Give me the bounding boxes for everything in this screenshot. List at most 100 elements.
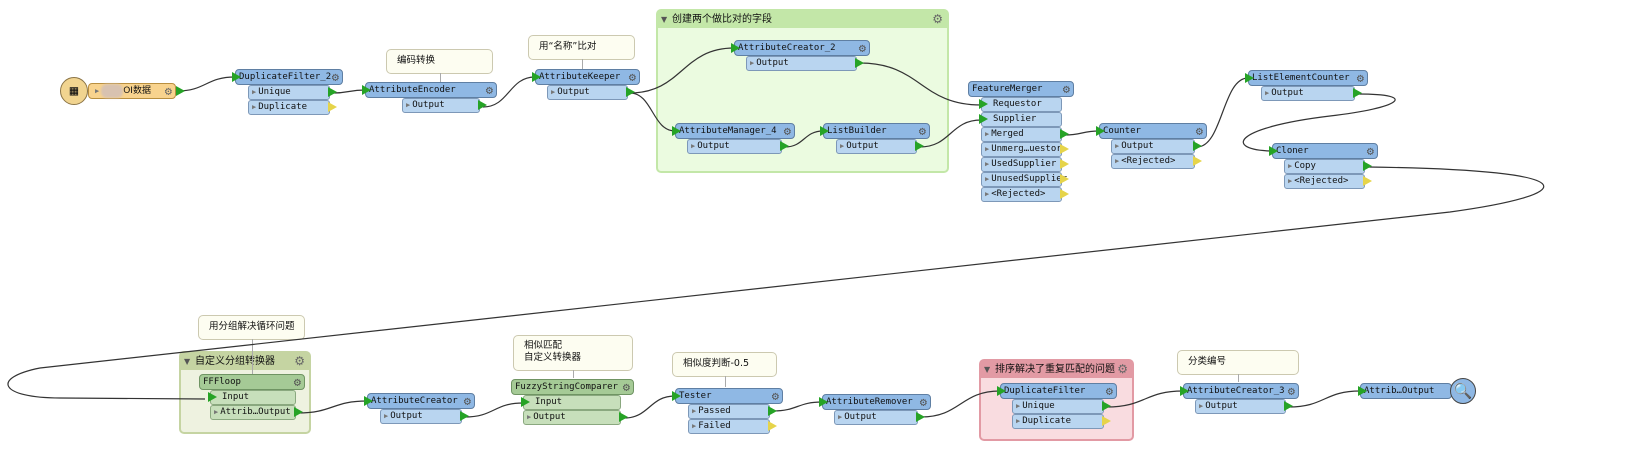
inspector-body[interactable]: Attrib…Output [1360, 383, 1452, 399]
input-port-arrow[interactable] [364, 396, 373, 406]
output-port-arrow[interactable] [328, 87, 337, 97]
transformer-header[interactable]: DuplicateFilter⚙ [1000, 383, 1117, 399]
gear-icon[interactable]: ⚙ [293, 375, 301, 389]
input-port-requestor[interactable]: Requestor [981, 97, 1062, 112]
gear-icon[interactable]: ⚙ [485, 83, 493, 97]
annotation[interactable]: 用分组解决循环问题 [198, 315, 305, 374]
output-port-duplicate[interactable]: ▶Duplicate [248, 100, 330, 115]
input-port-arrow[interactable] [362, 85, 371, 95]
unconnected-port-arrow[interactable] [1363, 176, 1372, 186]
unconnected-port-arrow[interactable] [1060, 144, 1069, 154]
output-port-arrow[interactable] [1102, 401, 1111, 411]
output-port-duplicate[interactable]: ▶Duplicate [1012, 414, 1104, 429]
gear-icon[interactable]: ⚙ [771, 389, 779, 403]
gear-icon[interactable]: ⚙ [918, 124, 926, 138]
output-port-output[interactable]: ▶Output [547, 85, 628, 100]
output-port-output[interactable]: ▶Output [746, 56, 857, 71]
output-port-usedsupplier[interactable]: ▶UsedSupplier [981, 157, 1062, 172]
input-port-input[interactable]: Input [523, 395, 621, 410]
output-port-attrib-output[interactable]: ▶Attrib…Output [210, 405, 296, 420]
output-port-output[interactable]: ▶Output [687, 139, 782, 154]
input-port-arrow[interactable] [820, 126, 829, 136]
input-port-arrow[interactable] [208, 392, 217, 402]
transformer-header[interactable]: Tester⚙ [675, 388, 783, 404]
annotation[interactable]: 编码转换 [386, 49, 493, 85]
transformer-header[interactable]: AttributeRemover⚙ [822, 394, 931, 410]
output-port-rejected[interactable]: ▶<Rejected> [1111, 154, 1195, 169]
connection-line[interactable] [1064, 130, 1100, 136]
gear-icon[interactable]: ⚙ [463, 394, 471, 408]
output-port-unique[interactable]: ▶Unique [1012, 399, 1104, 414]
output-port-failed[interactable]: ▶Failed [688, 419, 770, 434]
input-port-arrow[interactable] [232, 72, 241, 82]
output-port-unique[interactable]: ▶Unique [248, 85, 330, 100]
output-port-output[interactable]: ▶Output [523, 410, 621, 425]
output-port-output[interactable]: ▶Output [834, 410, 918, 425]
output-port-output[interactable]: ▶Output [380, 409, 462, 424]
transformer-header[interactable]: FFFloop⚙ [199, 374, 305, 390]
gear-icon[interactable]: ⚙ [294, 354, 305, 368]
input-port-arrow[interactable] [521, 397, 530, 407]
gear-icon[interactable]: ⚙ [1195, 124, 1203, 138]
gear-icon[interactable]: ⚙ [1356, 71, 1364, 85]
transformer-header[interactable]: AttributeCreator⚙ [367, 393, 475, 409]
output-port-arrow[interactable] [1193, 141, 1202, 151]
output-port-output[interactable]: ▶Output [1261, 86, 1355, 101]
output-port-arrow[interactable] [619, 412, 628, 422]
gear-icon[interactable]: ⚙ [919, 395, 927, 409]
output-port-merged[interactable]: ▶Merged [981, 127, 1062, 142]
output-port-rejected[interactable]: ▶<Rejected> [981, 187, 1062, 202]
annotation[interactable]: 用“名称”比对 [528, 35, 635, 71]
annotation[interactable]: 分类编号 [1177, 350, 1299, 382]
unconnected-port-arrow[interactable] [328, 102, 337, 112]
transformer-header[interactable]: Counter⚙ [1099, 123, 1207, 139]
transformer-header[interactable]: Cloner⚙ [1272, 143, 1378, 159]
gear-icon[interactable]: ⚙ [1117, 362, 1128, 376]
transformer-header[interactable]: AttributeCreator_2⚙ [734, 40, 870, 56]
output-port-arrow[interactable] [460, 411, 469, 421]
output-port-output[interactable]: ▶Output [402, 98, 480, 113]
unconnected-port-arrow[interactable] [1060, 174, 1069, 184]
connection-line[interactable] [332, 89, 366, 94]
input-port-input[interactable]: Input [210, 390, 296, 405]
output-port-arrow[interactable] [626, 87, 635, 97]
output-port-copy[interactable]: ▶Copy [1284, 159, 1365, 174]
unconnected-port-arrow[interactable] [768, 421, 777, 431]
connection-line[interactable] [623, 395, 676, 419]
annotation[interactable]: 相似匹配 自定义转换器 [513, 335, 633, 378]
transformer-header[interactable]: DuplicateFilter_2⚙ [235, 69, 343, 85]
magnifier-icon[interactable]: 🔍 [1450, 378, 1476, 404]
output-port-unmerg-uestor[interactable]: ▶Unmerg…uestor [981, 142, 1062, 157]
reader-body[interactable]: ▶OI数据 ⚙ [88, 83, 176, 99]
input-port-arrow[interactable] [979, 99, 988, 109]
gear-icon[interactable]: ⚙ [858, 41, 866, 55]
output-port-arrow[interactable] [1353, 88, 1362, 98]
gear-icon[interactable]: ⚙ [1366, 144, 1374, 158]
output-port-output[interactable]: ▶Output [1195, 399, 1286, 414]
input-port-arrow[interactable] [1358, 386, 1367, 396]
output-port-arrow[interactable] [1363, 161, 1372, 171]
transformer-header[interactable]: AttributeManager_4⚙ [675, 123, 795, 139]
output-port-arrow[interactable] [780, 141, 789, 151]
unconnected-port-arrow[interactable] [1060, 159, 1069, 169]
output-port-output[interactable]: ▶Output [1111, 139, 1195, 154]
transformer-header[interactable]: AttributeCreator_3⚙ [1183, 383, 1299, 399]
gear-icon[interactable]: ⚙ [1105, 384, 1113, 398]
transformer-header[interactable]: AttributeKeeper⚙ [535, 69, 640, 85]
transformer-header[interactable]: ListElementCounter⚙ [1248, 70, 1368, 86]
transformer-header[interactable]: AttributeEncoder⚙ [365, 82, 497, 98]
gear-icon[interactable]: ⚙ [783, 124, 791, 138]
connection-line[interactable] [176, 76, 236, 92]
input-port-arrow[interactable] [1269, 146, 1278, 156]
input-port-arrow[interactable] [672, 126, 681, 136]
input-port-arrow[interactable] [979, 114, 988, 124]
transformer-header[interactable]: FuzzyStringComparer⚙ [511, 379, 634, 395]
output-port-arrow[interactable] [1060, 129, 1069, 139]
output-port-arrow[interactable] [1284, 401, 1293, 411]
gear-icon[interactable]: ⚙ [164, 84, 172, 98]
connection-line[interactable] [1288, 390, 1361, 408]
input-port-arrow[interactable] [1096, 126, 1105, 136]
input-port-arrow[interactable] [819, 397, 828, 407]
gear-icon[interactable]: ⚙ [1062, 82, 1070, 96]
collapse-icon[interactable]: ▼ [984, 365, 991, 374]
